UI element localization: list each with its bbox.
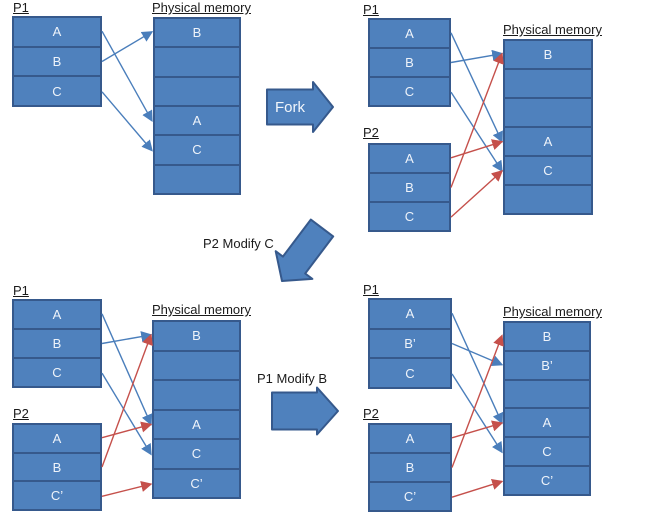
- memory-frame-row: [505, 68, 591, 97]
- page-row: C’: [14, 480, 100, 509]
- page-row: C: [370, 357, 450, 387]
- page-row: A: [405, 151, 414, 166]
- process-label-p1: P1: [13, 283, 29, 298]
- memory-frame-row: B: [192, 25, 202, 41]
- physical-memory-label: Physical memory: [152, 0, 251, 15]
- page-mapping-arrow: [450, 32, 503, 143]
- page-row: C’: [370, 481, 450, 510]
- process-box-p1: A B’C: [368, 298, 452, 389]
- page-mapping-arrow: [451, 479, 504, 498]
- process-label-p2: P2: [363, 406, 379, 421]
- memory-frame-row: [155, 75, 239, 105]
- page-mapping-arrow: [450, 139, 504, 159]
- page-mapping-arrow: [450, 49, 504, 64]
- page-mapping-arrow: [101, 333, 153, 468]
- page-mapping-arrow: [451, 342, 504, 367]
- process-label-p1: P1: [13, 0, 29, 15]
- memory-frame-row: C’: [505, 465, 589, 494]
- page-row: A: [52, 430, 62, 446]
- memory-frame-row: [154, 349, 239, 380]
- memory-frame-row: C: [155, 134, 239, 163]
- page-mapping-arrow: [101, 91, 153, 152]
- page-mapping-arrow: [101, 31, 154, 63]
- p2-modify-c-arrow: [274, 218, 335, 282]
- page-mapping-arrow: [451, 420, 504, 439]
- p2-modify-c-label: P2 Modify C: [203, 236, 274, 251]
- page-row: B: [370, 47, 449, 76]
- memory-frame-row: C: [154, 438, 239, 468]
- page-mapping-arrow: [101, 372, 152, 456]
- physical-memory-label: Physical memory: [503, 304, 602, 319]
- page-mapping-arrow: [451, 312, 504, 425]
- memory-frame-row: C: [505, 436, 589, 465]
- page-row: A: [52, 24, 62, 40]
- memory-frame-row: [155, 163, 239, 193]
- p1-modify-b-label: P1 Modify B: [257, 371, 328, 386]
- page-mapping-arrow: [101, 331, 153, 345]
- page-mapping-arrow: [450, 52, 504, 188]
- page-row: B: [14, 451, 100, 481]
- memory-frame-row: [505, 378, 589, 408]
- page-row: C: [370, 201, 449, 230]
- memory-frame-row: A: [505, 126, 591, 155]
- page-mapping-arrow: [450, 91, 503, 173]
- page-row: A: [405, 306, 415, 322]
- page-mapping-arrow: [451, 334, 504, 468]
- process-label-p2: P2: [13, 406, 29, 421]
- page-mapping-arrow: [101, 421, 153, 439]
- memory-frame-row: B’: [505, 349, 589, 379]
- memory-frame-row: A: [505, 407, 589, 436]
- page-row: C: [14, 357, 100, 386]
- fork-label: Fork: [275, 99, 305, 116]
- memory-frame-row: [154, 379, 239, 409]
- memory-frame-row: B: [543, 47, 553, 62]
- memory-frame-row: C: [505, 155, 591, 184]
- page-row: A: [405, 431, 415, 446]
- physical-memory-label: Physical memory: [503, 22, 602, 37]
- page-mapping-arrow: [101, 30, 153, 123]
- process-label-p2: P2: [363, 125, 379, 140]
- page-row: A: [52, 307, 62, 322]
- memory-frame-row: C’: [154, 467, 239, 498]
- page-row: C: [370, 76, 449, 105]
- page-mapping-arrow: [450, 170, 504, 218]
- memory-frame-row: [155, 46, 239, 75]
- process-label-p1: P1: [363, 282, 379, 297]
- memory-frame-row: B: [542, 328, 552, 344]
- page-row: B: [370, 452, 450, 481]
- memory-frame-row: A: [155, 104, 239, 134]
- page-mapping-arrow: [451, 373, 503, 454]
- page-row: B: [14, 45, 100, 76]
- memory-frame-row: A: [154, 408, 239, 439]
- page-mapping-arrow: [101, 481, 153, 498]
- page-row: B: [370, 172, 449, 201]
- physical-memory-label: Physical memory: [152, 302, 251, 317]
- p1-modify-b-arrow: [271, 386, 339, 436]
- page-row: C: [14, 75, 100, 105]
- memory-frame-row: [505, 97, 591, 126]
- page-row: B’: [370, 327, 450, 358]
- memory-frame-row: [505, 184, 591, 213]
- process-label-p1: P1: [363, 2, 379, 17]
- page-row: A: [405, 26, 414, 41]
- memory-frame-row: B: [192, 328, 201, 344]
- page-row: B: [14, 328, 100, 357]
- page-mapping-arrow: [101, 313, 153, 426]
